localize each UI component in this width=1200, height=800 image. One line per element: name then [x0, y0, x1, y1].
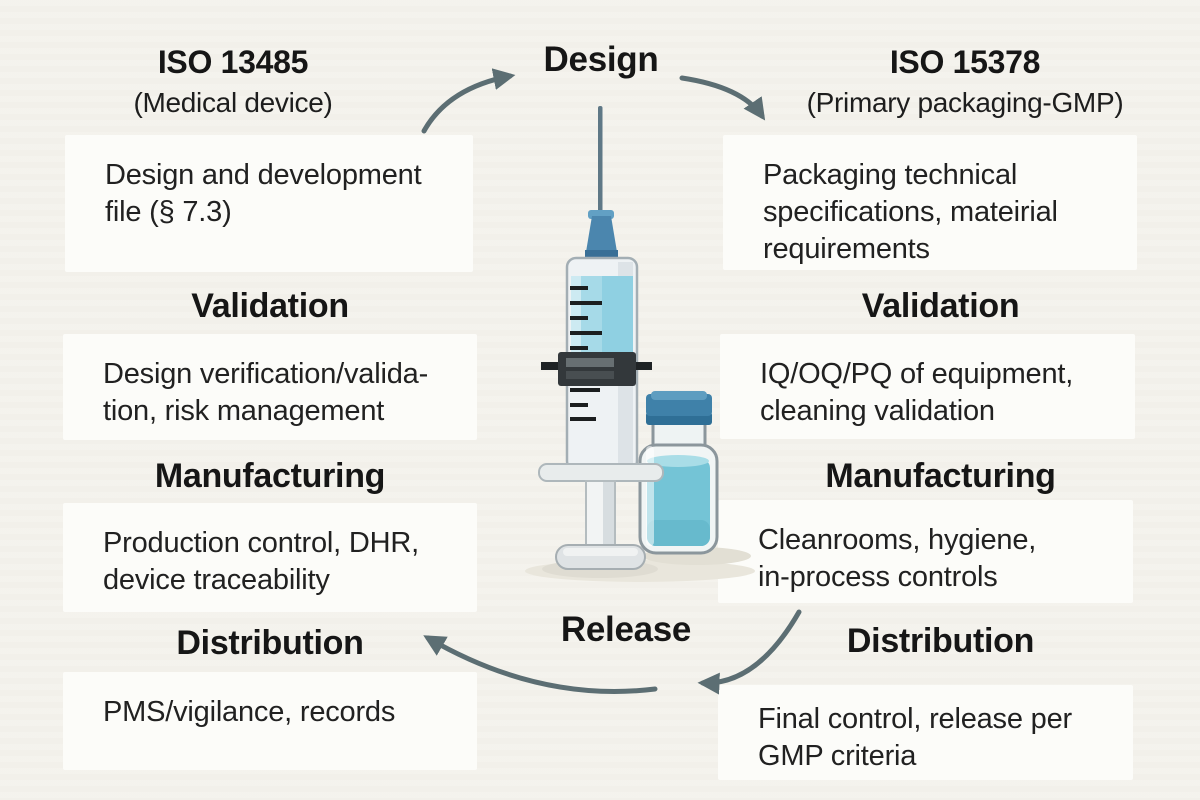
card-right-design: Packaging technical specifications, mate… [723, 135, 1137, 270]
center-stage-design: Design [543, 40, 659, 79]
card-right-distribution: Final control, release per GMP criteria [718, 685, 1133, 780]
left-column-title-block: ISO 13485 (Medical device) [23, 44, 443, 119]
left-stage-distribution: Distribution [176, 624, 364, 662]
right-stage-distribution: Distribution [846, 622, 1035, 660]
right-stage-validation: Validation [861, 287, 1020, 325]
arrow-left-to-design [421, 68, 516, 134]
left-stage-validation: Validation [191, 287, 349, 325]
arrow-release-to-left [423, 635, 658, 694]
arrow-right-to-release [697, 609, 802, 695]
card-left-design-text: Design and development file (§ 7.3) [105, 159, 422, 228]
syringe-icon [538, 106, 664, 570]
card-right-distribution-text: Final control, release per GMP criteria [758, 703, 1072, 772]
card-left-manufacturing-text: Production control, DHR, device traceabi… [103, 527, 419, 596]
right-iso-title: ISO 15378 [889, 44, 1041, 80]
card-left-distribution-text: PMS/vigilance, records [103, 696, 396, 728]
left-iso-title: ISO 13485 [157, 44, 309, 80]
card-right-manufacturing: Cleanrooms, hygiene, in-process controls [718, 500, 1133, 603]
card-left-manufacturing: Production control, DHR, device traceabi… [63, 503, 477, 612]
card-left-design: Design and development file (§ 7.3) [65, 135, 473, 272]
card-right-validation-text: IQ/OQ/PQ of equipment, cleaning validati… [760, 358, 1074, 427]
left-iso-subtitle: (Medical device) [133, 87, 333, 118]
right-stage-manufacturing: Manufacturing [825, 457, 1056, 495]
right-iso-subtitle: (Primary packaging-GMP) [806, 87, 1124, 118]
arrow-design-to-right [679, 75, 766, 121]
card-right-design-text: Packaging technical specifications, mate… [763, 159, 1058, 265]
card-left-validation: Design verification/valida- tion, risk m… [63, 334, 477, 440]
vial-icon [638, 391, 719, 555]
card-right-validation: IQ/OQ/PQ of equipment, cleaning validati… [720, 334, 1135, 439]
card-right-manufacturing-text: Cleanrooms, hygiene, in-process controls [758, 524, 1037, 593]
center-stage-release: Release [560, 610, 692, 649]
card-left-distribution: PMS/vigilance, records [63, 672, 477, 770]
right-column-title-block: ISO 15378 (Primary packaging-GMP) [740, 44, 1190, 119]
left-stage-manufacturing: Manufacturing [154, 457, 386, 495]
card-left-validation-text: Design verification/valida- tion, risk m… [103, 358, 429, 427]
